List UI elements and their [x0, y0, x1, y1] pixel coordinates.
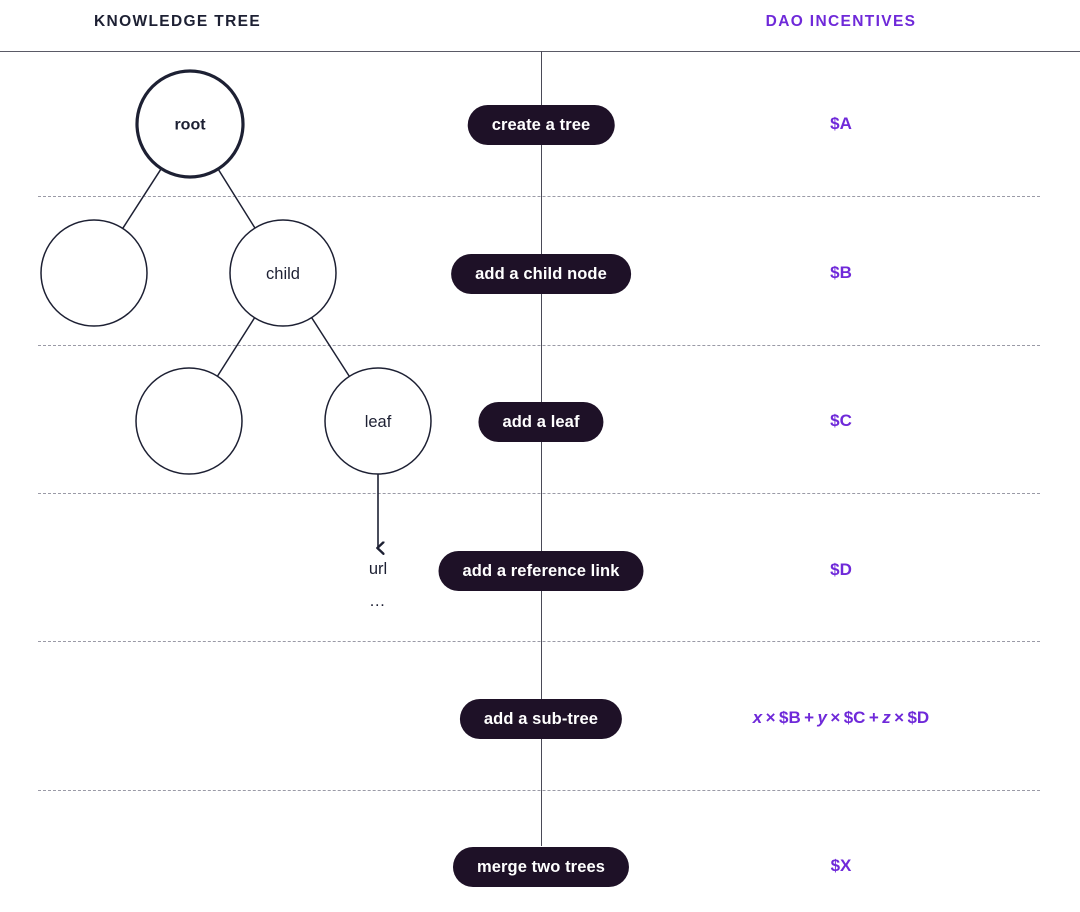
formula-token-9: × — [894, 708, 905, 727]
column-header-dao-incentives: DAO INCENTIVES — [765, 13, 917, 30]
center-axis-line — [541, 51, 542, 846]
incentive-formula-add-a-sub-tree: x × $B + y × $C + z × $D — [631, 708, 1051, 728]
reference-url-label: url — [368, 560, 388, 578]
tree-node-leaf-right[interactable]: leaf — [324, 367, 432, 475]
row-separator-2 — [38, 345, 1040, 346]
incentive-value-add-a-reference-link: $D — [830, 560, 852, 579]
formula-token-6: $C — [843, 708, 866, 727]
formula-token-3: + — [804, 708, 815, 727]
tree-edge-child-right-to-leaf-left — [216, 317, 256, 377]
tree-node-child-right[interactable]: child — [229, 219, 337, 327]
formula-token-10: $D — [907, 708, 930, 727]
row-separator-5 — [38, 790, 1040, 791]
action-pill-merge-two-trees[interactable]: merge two trees — [452, 847, 630, 887]
tree-node-circle-child-right — [229, 219, 337, 327]
action-pill-add-a-child-node[interactable]: add a child node — [451, 254, 631, 294]
tree-node-root[interactable]: root — [135, 69, 245, 179]
formula-token-8: z — [882, 708, 891, 727]
tree-edge-group — [122, 168, 351, 377]
action-pill-add-a-leaf[interactable]: add a leaf — [478, 402, 604, 442]
knowledge-tree-graphic: root child leaf — [40, 69, 432, 912]
action-pill-add-a-sub-tree[interactable]: add a sub-tree — [459, 699, 623, 739]
row-separator-3 — [38, 493, 1040, 494]
formula-token-2: $B — [779, 708, 801, 727]
incentive-value-add-a-child-node: $B — [830, 263, 852, 282]
tree-edge-child-right-to-leaf-right — [310, 317, 351, 377]
incentive-value-add-a-leaf: $C — [830, 411, 852, 430]
formula-token-7: + — [868, 708, 879, 727]
tree-node-circle-child-left — [40, 219, 148, 327]
header-divider-rule — [0, 51, 1080, 52]
tree-node-leaf-left[interactable] — [135, 367, 243, 475]
formula-token-0: x — [752, 708, 763, 727]
formula-token-5: × — [830, 708, 841, 727]
incentive-value-merge-two-trees: $X — [830, 856, 852, 875]
tree-node-circle-leaf-left — [135, 367, 243, 475]
tree-node-group: root child leaf — [40, 69, 432, 475]
tree-node-label-root: root — [174, 117, 206, 134]
formula-token-1: × — [765, 708, 776, 727]
tree-node-child-left[interactable] — [40, 219, 148, 327]
action-pill-create-a-tree[interactable]: create a tree — [467, 105, 615, 145]
row-separator-1 — [38, 196, 1040, 197]
row-separator-4 — [38, 641, 1040, 642]
incentive-value-create-a-tree: $A — [830, 114, 852, 133]
column-header-knowledge-tree: KNOWLEDGE TREE — [94, 13, 262, 30]
formula-token-4: y — [817, 708, 827, 727]
tree-node-label-child-right: child — [266, 265, 300, 283]
tree-edge-root-to-child-right — [217, 168, 256, 229]
tree-node-circle-root — [135, 69, 245, 179]
tree-edge-root-to-child-left — [122, 168, 162, 229]
reference-ellipsis: … — [369, 592, 387, 610]
action-pill-add-a-reference-link[interactable]: add a reference link — [438, 551, 644, 591]
tree-node-label-leaf-right: leaf — [365, 413, 392, 431]
